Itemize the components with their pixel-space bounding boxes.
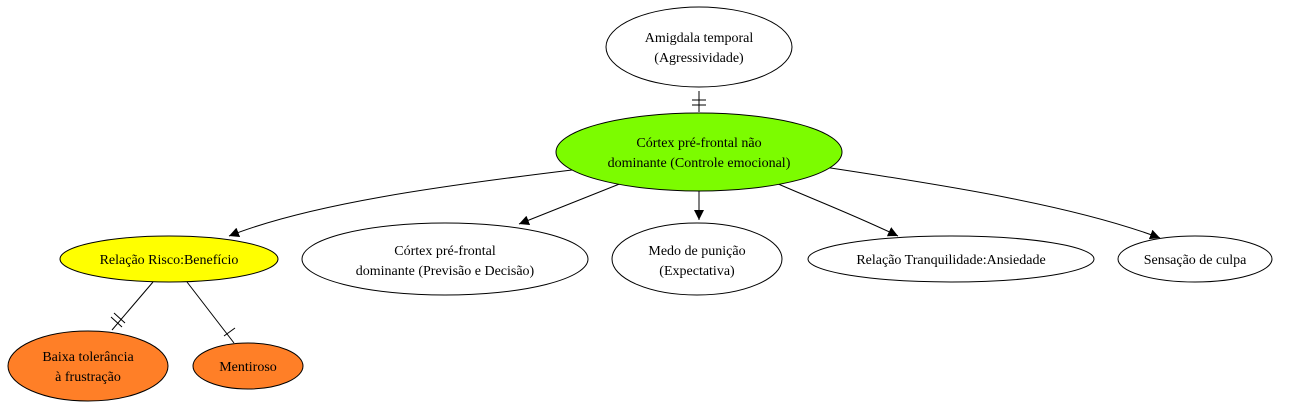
node-label: Medo de punição bbox=[648, 244, 745, 259]
node-shape bbox=[611, 222, 783, 296]
edge-tee-mark bbox=[223, 327, 236, 337]
edge-cortex-nd-cortex-d bbox=[518, 182, 623, 226]
node-label: Baixa tolerância bbox=[42, 350, 134, 365]
node-cortex-dominante[interactable]: Córtex pré-frontal dominante (Previsão e… bbox=[301, 222, 589, 296]
node-relacao-risco-beneficio[interactable]: Relação Risco:Benefício bbox=[59, 235, 279, 283]
node-label: Amigdala temporal bbox=[645, 31, 754, 46]
edge-cortex-nd-culpa bbox=[823, 166, 1161, 240]
node-shape bbox=[59, 235, 279, 283]
edge-tee-mark bbox=[692, 99, 706, 106]
node-shape bbox=[1117, 235, 1273, 283]
node-shape bbox=[555, 112, 843, 192]
node-label: Relação Risco:Benefício bbox=[100, 253, 239, 268]
node-shape bbox=[605, 6, 793, 88]
node-baixa-tolerancia[interactable]: Baixa tolerância à frustração bbox=[7, 330, 169, 402]
node-label: Córtex pré-frontal não bbox=[636, 136, 761, 151]
node-shape bbox=[301, 222, 589, 296]
node-label: Córtex pré-frontal bbox=[394, 244, 496, 259]
node-shape bbox=[7, 330, 169, 402]
edge-cortex-nd-tranquilidade bbox=[775, 182, 899, 237]
node-label: (Agressividade) bbox=[654, 51, 744, 66]
node-cortex-nao-dominante[interactable]: Córtex pré-frontal não dominante (Contro… bbox=[555, 112, 843, 192]
edge-cortex-nd-risco bbox=[228, 169, 573, 237]
node-label: dominante (Controle emocional) bbox=[608, 156, 791, 171]
edge-tee-mark bbox=[110, 312, 126, 328]
node-label: Mentiroso bbox=[219, 360, 277, 375]
edge-risco-baixa bbox=[111, 281, 154, 331]
node-mentiroso[interactable]: Mentiroso bbox=[192, 342, 304, 390]
node-medo-de-punicao[interactable]: Medo de punição (Expectativa) bbox=[611, 222, 783, 296]
node-label: à frustração bbox=[55, 370, 121, 385]
node-label: dominante (Previsão e Decisão) bbox=[356, 264, 535, 279]
node-relacao-tranquilidade-ansiedade[interactable]: Relação Tranquilidade:Ansiedade bbox=[807, 235, 1095, 283]
node-label: Relação Tranquilidade:Ansiedade bbox=[856, 253, 1045, 268]
node-label: Sensação de culpa bbox=[1144, 253, 1247, 268]
node-shape bbox=[192, 342, 304, 390]
node-shape bbox=[807, 235, 1095, 283]
edges bbox=[110, 91, 1161, 344]
node-sensacao-de-culpa[interactable]: Sensação de culpa bbox=[1117, 235, 1273, 283]
node-amigdala[interactable]: Amigdala temporal (Agressividade) bbox=[605, 6, 793, 88]
edge-risco-mentiroso bbox=[186, 281, 235, 344]
node-label: (Expectativa) bbox=[659, 264, 735, 279]
